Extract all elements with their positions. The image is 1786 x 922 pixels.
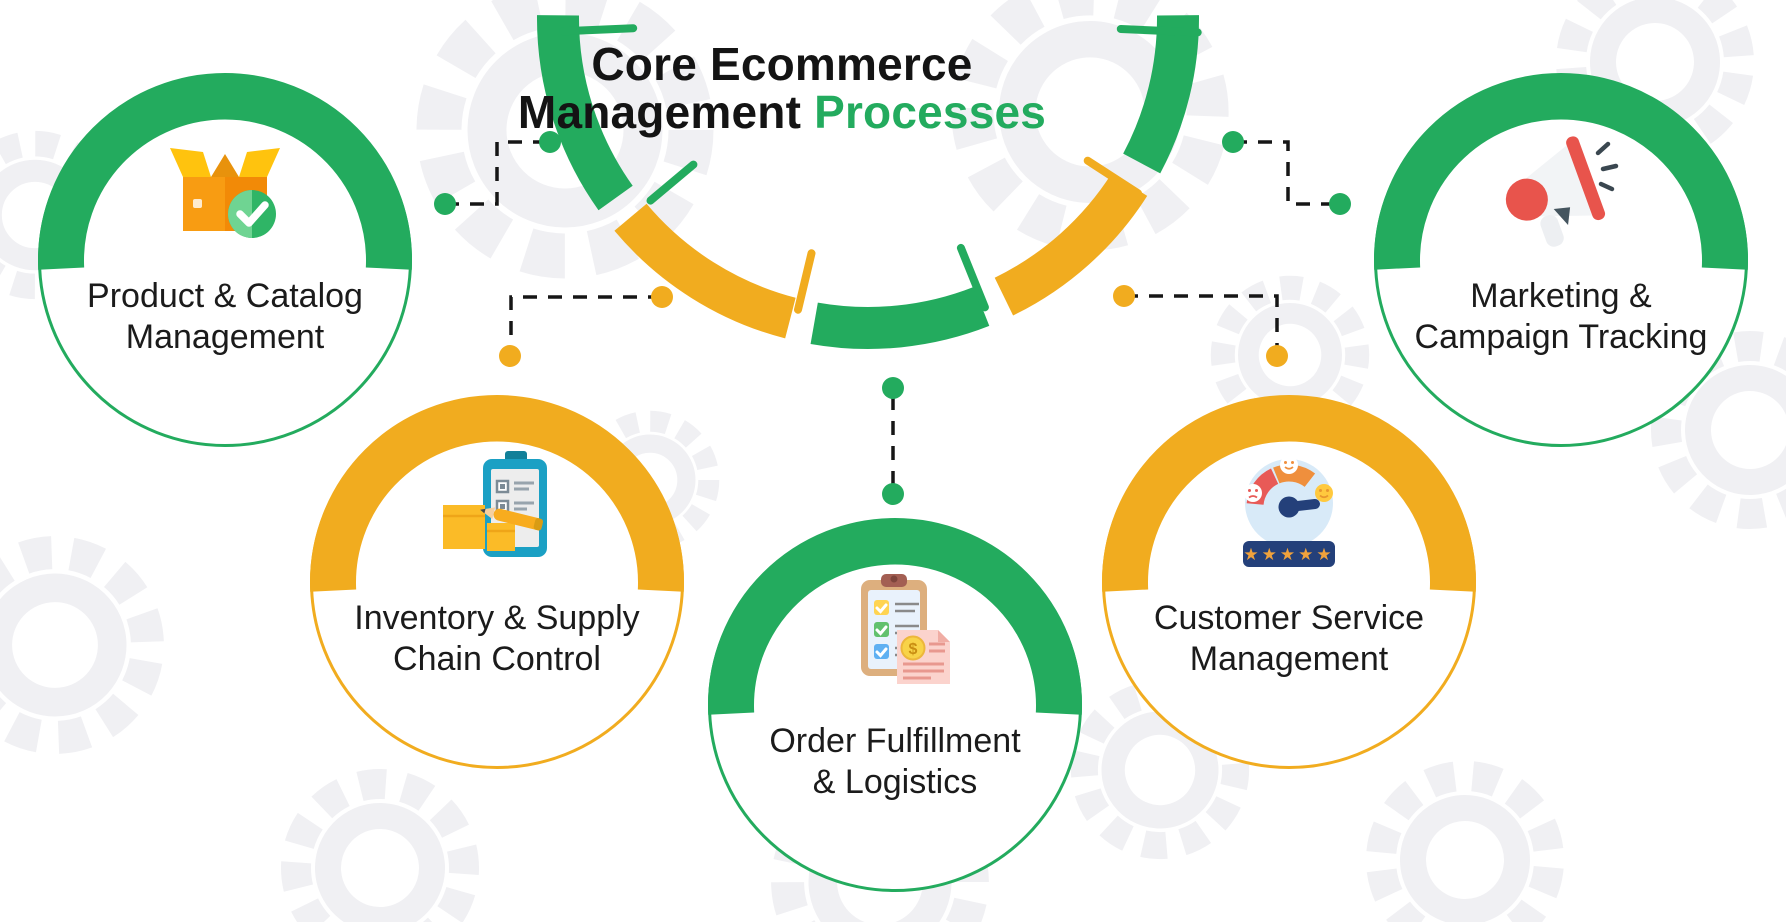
- arc-tick: [559, 24, 638, 36]
- connector-marketing: [1222, 131, 1351, 215]
- node-label-line2: & Logistics: [812, 763, 978, 801]
- title-line2: Management Processes: [432, 88, 1132, 136]
- star-rating: ★★★★★: [1243, 545, 1334, 565]
- node-label-line2: Chain Control: [393, 640, 601, 678]
- arc-segment-2: [614, 203, 796, 339]
- marketing-megaphone-icon: [1505, 136, 1619, 247]
- connector-product: [434, 131, 561, 215]
- product-box-check-icon: [170, 148, 280, 238]
- arc-segment-1: [536, 15, 633, 211]
- gear-icon: [1366, 761, 1564, 922]
- gear-icon: [1651, 331, 1786, 529]
- connector-dot: [1113, 285, 1135, 307]
- node-label-customer: Customer Service Management: [1089, 598, 1489, 680]
- node-label-line1: Inventory & Supply: [354, 599, 640, 637]
- connector-dot: [1266, 345, 1288, 367]
- node-label-line1: Order Fulfillment: [769, 722, 1021, 760]
- node-label-marketing: Marketing & Campaign Tracking: [1361, 276, 1761, 358]
- connector-dot: [651, 286, 673, 308]
- node-circle-customer: [1102, 395, 1476, 769]
- node-circle-order: [708, 518, 1082, 892]
- node-label-line2: Management: [125, 318, 325, 356]
- connector-dot: [499, 345, 521, 367]
- arc-tick: [1083, 156, 1143, 198]
- arc-tick: [1116, 25, 1202, 37]
- arc-segment-3: [810, 286, 990, 349]
- title-line2-accent: Processes: [814, 86, 1047, 138]
- connector-inventory: [499, 286, 673, 367]
- node-label-line2: Campaign Tracking: [1414, 318, 1708, 356]
- connector-dot: [539, 131, 561, 153]
- arc-segment-4: [994, 173, 1148, 316]
- node-label-order: Order Fulfillment & Logistics: [695, 721, 1095, 803]
- node-circle-product: [38, 73, 412, 447]
- dollar-coin-symbol: $: [909, 641, 918, 658]
- gear-icon: [0, 536, 164, 754]
- central-arc: [536, 15, 1202, 349]
- connector-order: [882, 377, 904, 505]
- node-circle-marketing: [1374, 73, 1748, 447]
- node-circle-inventory: [310, 395, 684, 769]
- node-label-line2: Management: [1189, 640, 1389, 678]
- connector-dot: [882, 377, 904, 399]
- inventory-clipboard-boxes-icon: [443, 451, 547, 557]
- node-label-product: Product & Catalog Management: [25, 276, 425, 358]
- node-label-line1: Customer Service: [1153, 599, 1425, 637]
- connector-dot: [434, 193, 456, 215]
- title-line1: Core Ecommerce: [591, 38, 973, 90]
- title-line2-dark: Management: [517, 86, 802, 138]
- arc-tick: [794, 249, 816, 314]
- connector-dot: [1222, 131, 1244, 153]
- customer-satisfaction-gauge-icon: ★★★★★: [1243, 456, 1335, 567]
- connector-dot: [882, 483, 904, 505]
- connector-customer: [1113, 285, 1288, 367]
- diagram-title: Core Ecommerce Management Processes: [432, 40, 1132, 136]
- node-label-line1: Product & Catalog: [87, 277, 363, 315]
- node-label-line1: Marketing &: [1470, 277, 1652, 315]
- node-label-inventory: Inventory & Supply Chain Control: [297, 598, 697, 680]
- arc-tick: [956, 243, 989, 312]
- order-checklist-invoice-icon: $: [861, 574, 950, 684]
- connector-dot: [1329, 193, 1351, 215]
- arc-tick: [646, 160, 698, 205]
- gear-icon: [281, 769, 479, 922]
